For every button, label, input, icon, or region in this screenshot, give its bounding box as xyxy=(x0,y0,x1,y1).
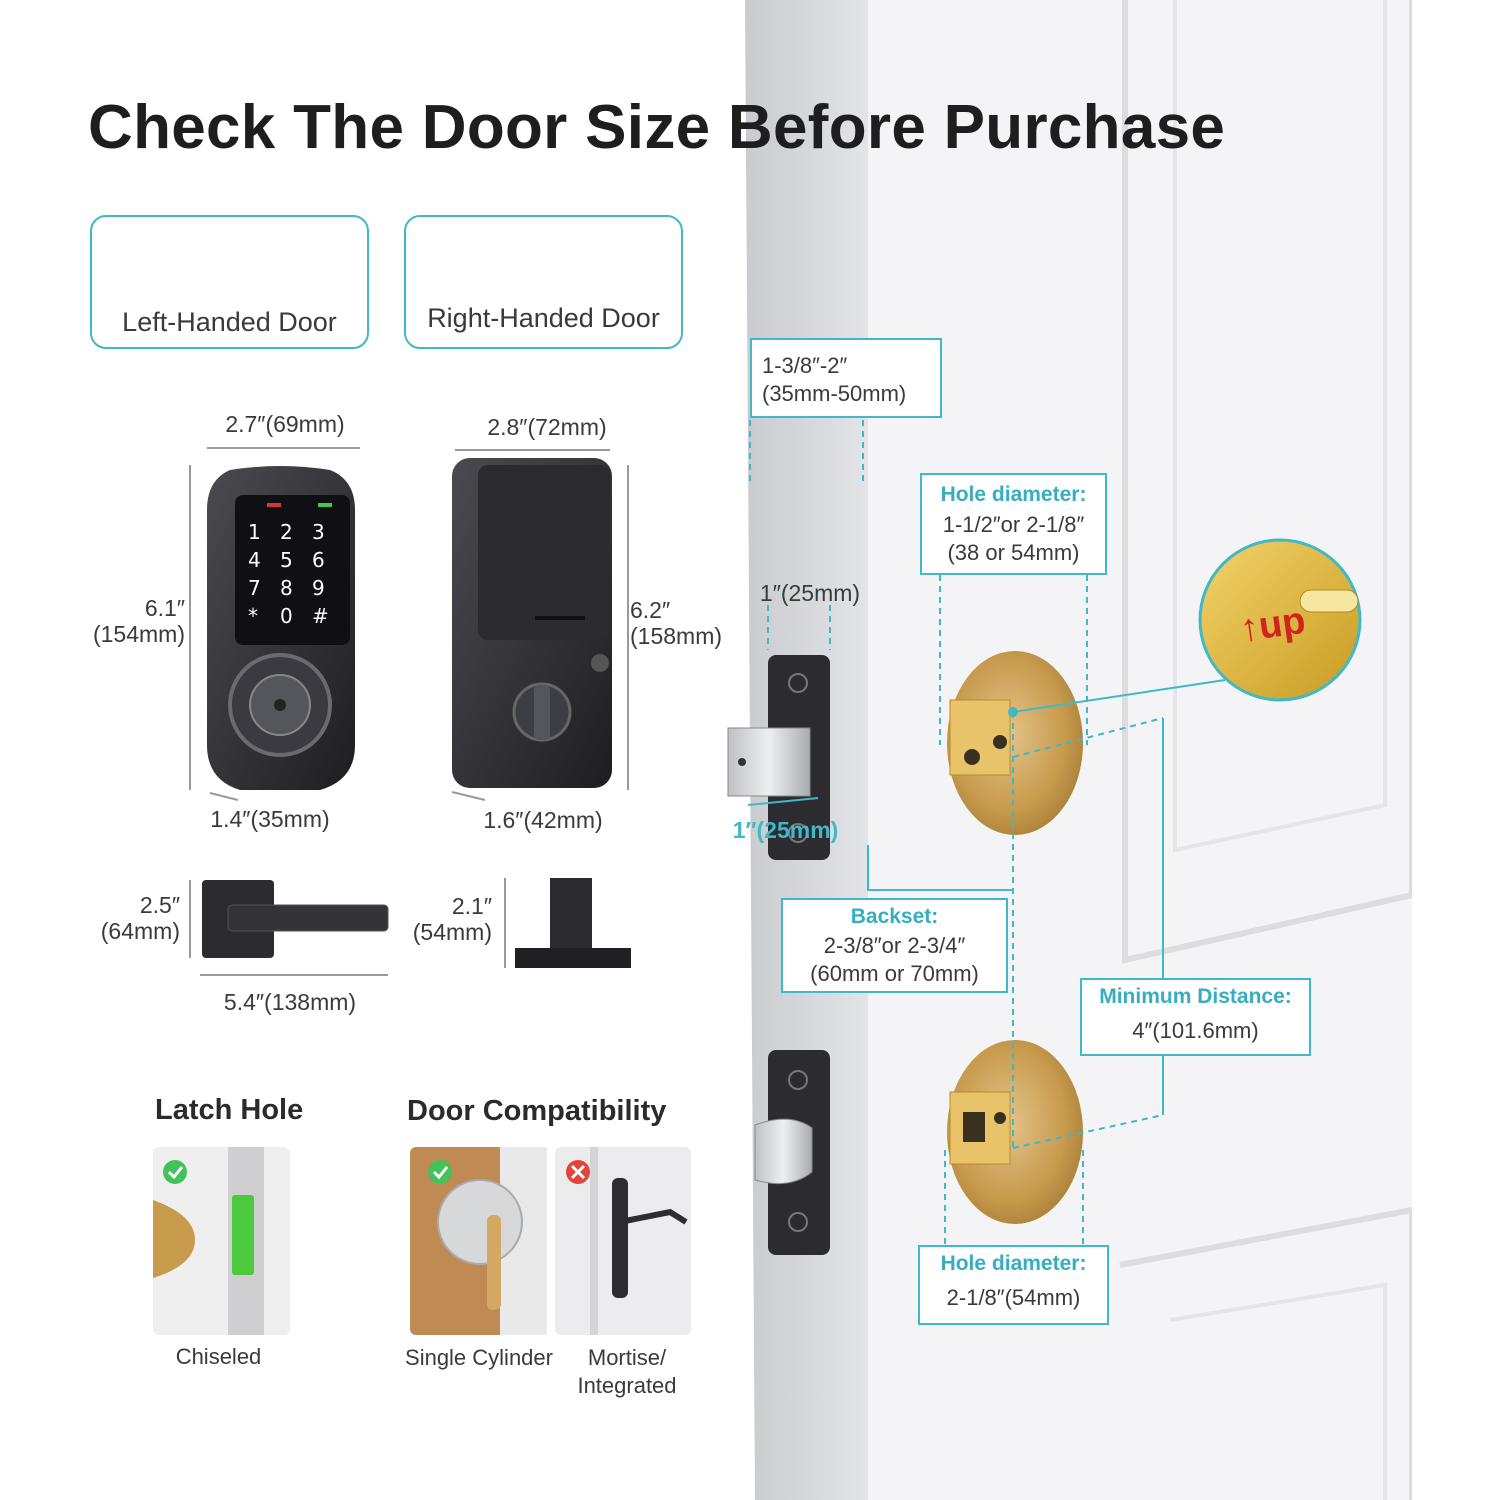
backset-line1: 2-3/8″or 2-3/4″ xyxy=(823,933,966,958)
keypad-key: 1 xyxy=(248,520,261,544)
left-handed-door-label: Left-Handed Door xyxy=(122,307,337,337)
upper-latch xyxy=(727,655,830,860)
backset-heading: Backset: xyxy=(850,905,939,928)
lever-length-label: 5.4″(138mm) xyxy=(223,989,357,1015)
keypad-key: 9 xyxy=(312,576,325,600)
upper-bore-hole xyxy=(947,651,1083,835)
keypad-key: 3 xyxy=(312,520,325,544)
hole-diameter-bottom-heading: Hole diameter: xyxy=(940,1252,1087,1275)
interior-depth-label: 1.6″(42mm) xyxy=(483,807,603,833)
interior-lock xyxy=(452,458,612,788)
product-dimension-lines xyxy=(189,447,629,976)
exterior-keypad-lock xyxy=(207,466,355,790)
right-handed-door-card: Right-Handed Door xyxy=(404,215,683,349)
lever-height-mm: (64mm) xyxy=(100,918,180,944)
hole-diameter-top-heading: Hole diameter: xyxy=(940,483,1087,506)
mortise-photo xyxy=(555,1147,691,1335)
interior-height-mm: (158mm) xyxy=(630,623,723,649)
minimum-distance-callout: Minimum Distance: 4″(101.6mm) xyxy=(1080,978,1311,1056)
single-cylinder-label: Single Cylinder xyxy=(405,1345,553,1370)
lower-bore-hole xyxy=(947,1040,1083,1224)
backset-callout: Backset: 2-3/8″or 2-3/4″ (60mm or 70mm) xyxy=(781,898,1008,993)
latch-hole-photo xyxy=(153,1147,290,1335)
keypad-key: * xyxy=(248,604,258,628)
lever-height-inches: 2.5″ xyxy=(139,892,180,918)
latch-hole-title: Latch Hole xyxy=(155,1094,304,1126)
door-compatibility-title: Door Compatibility xyxy=(407,1095,667,1127)
door-thickness-in: 1-3/8″-2″ xyxy=(762,353,848,378)
mortise-label-line1: Mortise/ xyxy=(587,1345,667,1370)
lever-side-height-mm: (54mm) xyxy=(412,919,492,945)
keypad-key: # xyxy=(312,604,329,628)
keypad-key: 6 xyxy=(312,548,325,572)
lever-side xyxy=(515,878,631,968)
mortise-label-line2: Integrated xyxy=(577,1372,677,1398)
hole-diameter-top-callout: Hole diameter: 1-1/2″or 2-1/8″ (38 or 54… xyxy=(920,473,1107,575)
latch-plate-width-label: 1″(25mm) xyxy=(759,580,861,606)
left-handed-door-card: Left-Handed Door xyxy=(90,215,369,349)
minimum-distance-value: 4″(101.6mm) xyxy=(1132,1018,1259,1043)
up-marker-label: ↑up xyxy=(1237,599,1308,651)
exterior-height-inches: 6.1″ xyxy=(144,595,185,621)
keypad-key: 8 xyxy=(280,576,293,600)
hole-diameter-top-line1: 1-1/2″or 2-1/8″ xyxy=(942,512,1085,537)
lower-latch xyxy=(754,1050,830,1255)
hole-diameter-bottom-callout: Hole diameter: 2-1/8″(54mm) xyxy=(918,1245,1109,1325)
exterior-depth-label: 1.4″(35mm) xyxy=(210,806,330,832)
lever-side-height-inches: 2.1″ xyxy=(451,893,492,919)
lever-front xyxy=(202,880,389,958)
keypad-key: 4 xyxy=(248,548,261,572)
exterior-width-label: 2.7″(69mm) xyxy=(225,411,345,437)
exterior-height-mm: (154mm) xyxy=(92,621,185,647)
keypad-key: 0 xyxy=(280,604,293,628)
hole-diameter-bottom-value: 2-1/8″(54mm) xyxy=(946,1285,1081,1310)
interior-width-label: 2.8″(72mm) xyxy=(487,414,607,440)
mortise-label: Mortise/ Integrated xyxy=(558,1344,696,1399)
single-cylinder-photo xyxy=(410,1147,547,1335)
keypad-key: 7 xyxy=(248,576,261,600)
up-zoom-circle xyxy=(1198,538,1362,702)
right-handed-door-label: Right-Handed Door xyxy=(427,303,660,333)
hole-diameter-top-line2: (38 or 54mm) xyxy=(947,539,1080,565)
interior-height-inches: 6.2″ xyxy=(630,597,671,623)
keypad-key: 5 xyxy=(280,548,293,572)
latch-bolt-length-label: 1″(25mm) xyxy=(732,817,839,843)
page-title: Check The Door Size Before Purchase xyxy=(88,93,1226,162)
door-thickness-callout: 1-3/8″-2″ (35mm-50mm) xyxy=(750,338,942,418)
door-thickness-mm: (35mm-50mm) xyxy=(762,380,907,406)
backset-line2: (60mm or 70mm) xyxy=(810,960,979,986)
chiseled-label: Chiseled xyxy=(175,1344,262,1369)
minimum-distance-heading: Minimum Distance: xyxy=(1099,985,1292,1008)
keypad-key: 2 xyxy=(280,520,293,544)
